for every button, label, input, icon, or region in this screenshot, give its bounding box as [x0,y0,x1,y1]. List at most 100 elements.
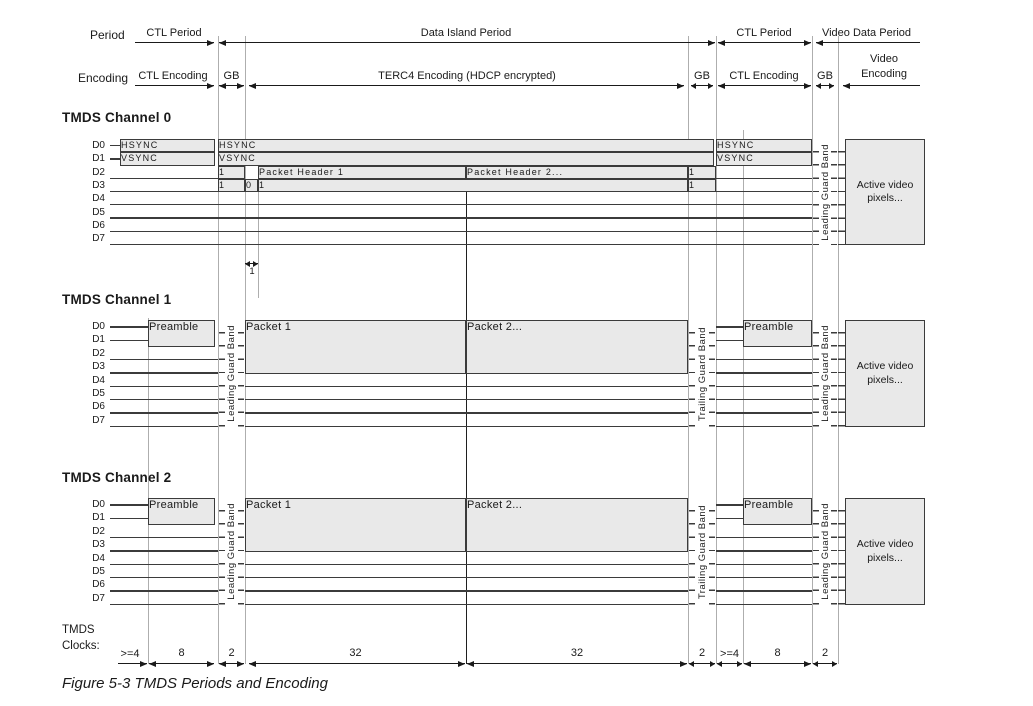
lane-label-d1: D1 [92,512,105,524]
lane-label-d2: D2 [92,166,105,178]
lane-ticks [813,320,819,427]
signal-line [110,399,218,401]
signal-stub [110,339,148,341]
packet2-box: Packet 2... [466,498,688,552]
signal-line [716,563,812,565]
gb-label-3: GB [817,70,833,82]
gb-label-2: GB [694,70,710,82]
gb1-arrow [219,82,244,89]
lane-ticks [238,498,244,605]
clock-arrow-32 [249,660,465,667]
lane-label-d2: D2 [92,347,105,359]
clock-count-8: 8 [774,647,781,659]
preamble-box: Preamble [743,498,812,525]
gridline-preamble-start [148,318,150,664]
signal-stub [110,145,120,147]
active-video-box: Active video pixels... [845,139,925,246]
lane-ticks [709,498,715,605]
guard-bit-box: 1 [218,165,245,179]
lane-ticks [813,498,819,605]
packet2-box: Packet 2... [466,320,688,374]
clock-arrow-8 [149,660,214,667]
signal-line [716,399,812,401]
leading-guard-band-label: Leading Guard Band [226,325,237,422]
encoding-row-label: Encoding [78,71,129,85]
clock-arrow-ge4 [717,660,742,667]
ctl-encoding2-label: CTL Encoding [729,70,799,82]
lane-ticks [689,320,695,427]
signal-line [245,399,688,401]
packet-header2-box: Packet Header 2... [466,165,688,179]
clock-arrow-2 [689,660,715,667]
trailing-guard-band-label: Trailing Guard Band [696,504,708,599]
gridline-packet-divider [466,166,468,664]
video-encoding-label-line1: Video [870,53,898,65]
signal-stub [110,504,148,506]
signal-line [110,412,218,414]
signal-line [110,563,218,565]
lane-label-d4: D4 [92,552,105,564]
lane-label-d1: D1 [92,153,105,165]
lane-label-d7: D7 [92,414,105,426]
signal-line [110,590,218,592]
clocks-label-line2: Clocks: [62,640,100,652]
signal-line [245,385,688,387]
leading-guard-band-label: Leading Guard Band [819,143,831,241]
signal-line [716,339,743,341]
signal-line [245,577,688,579]
channel2-title: TMDS Channel 2 [62,470,172,485]
lane-label-d5: D5 [92,566,105,577]
signal-line [716,190,812,193]
signal-line [245,412,688,414]
clock-arrow-32 [467,660,687,667]
guard-bit-box: 1 [688,178,716,193]
ctl-period2-label: CTL Period [736,27,792,39]
clock-count-8: 8 [178,647,185,659]
signal-line [110,204,812,206]
gb2-arrow [691,82,713,89]
terc4-encoding-label: TERC4 Encoding (HDCP encrypted) [378,70,556,82]
clock-arrow-ge4 [118,660,147,667]
active-video-box: Active video pixels... [845,320,925,428]
signal-line [245,563,688,565]
channel0-title: TMDS Channel 0 [62,110,172,125]
leading-guard-band-label: Leading Guard Band [226,503,237,600]
signal-line [716,358,812,361]
signal-stub [110,326,148,328]
signal-line [716,372,812,374]
signal-line [110,177,218,179]
one-clock-arrow [245,260,258,267]
signal-line [716,536,812,539]
preamble-box: Preamble [148,320,215,347]
lane-label-d0: D0 [92,321,105,332]
ctl-encoding-label: CTL Encoding [138,70,208,82]
lane-label-d2: D2 [92,525,105,537]
hsync-box: HSYNC [218,139,714,153]
video-encoding-arrow [843,82,920,89]
signal-line [716,504,743,506]
first-bit-zero-box: 0 [245,178,258,193]
period-row-label: Period [90,28,125,42]
clock-count-32: 32 [349,647,362,659]
lane-label-d0: D0 [92,499,105,510]
channel1-title: TMDS Channel 1 [62,292,172,307]
clock-count-2: 2 [228,647,235,659]
signal-line [245,425,688,428]
lane-label-d7: D7 [92,592,105,604]
trailing-guard-band-label: Trailing Guard Band [696,326,708,421]
signal-line [716,590,812,592]
video-data-period-label: Video Data Period [821,27,912,39]
signal-line [110,244,812,246]
lane-ticks [838,320,845,427]
signal-line [716,577,812,579]
signal-line [245,603,688,606]
lane-ticks [831,498,837,605]
signal-line [716,603,812,606]
figure-caption: Figure 5-3 TMDS Periods and Encoding [62,675,328,692]
signal-line [110,358,218,361]
clock-count-ge4: >=4 [120,648,140,660]
gridline-leading-gb2-start [812,36,814,664]
signal-line [716,412,812,414]
lane-ticks [831,139,837,245]
gridline-trailing-gb-end [716,36,718,664]
